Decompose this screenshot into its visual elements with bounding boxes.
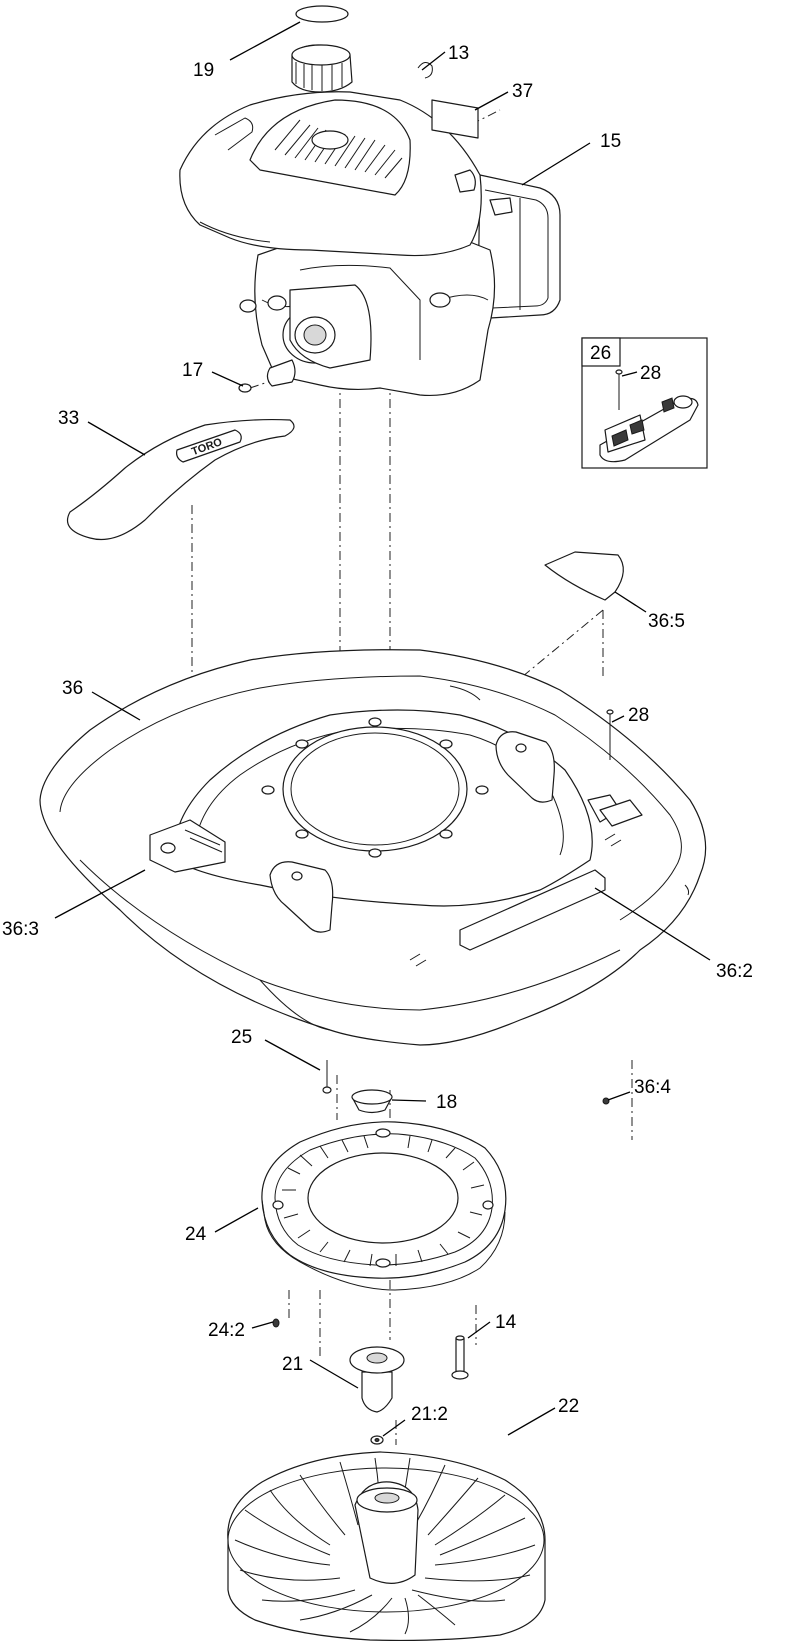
callouts: 19 13 37 15 17 26 28 33 36:5 36 28 36:3 …: [2, 43, 753, 1425]
callout-22: 22: [558, 1396, 579, 1417]
callout-28: 28: [628, 705, 649, 726]
washer-21-2: [370, 1435, 384, 1445]
hub-21: [349, 1346, 405, 1413]
callout-21: 21: [282, 1354, 303, 1375]
housing-36: [39, 649, 707, 1046]
fan-plate-24: [261, 1121, 507, 1291]
callout-24: 24: [185, 1224, 207, 1245]
callout-17: 17: [182, 360, 203, 381]
leader-lines: [54, 21, 711, 1437]
callout-19: 19: [193, 60, 214, 81]
decal-36-5: [544, 551, 624, 601]
callout-26: 26: [590, 343, 611, 364]
impeller-22: [227, 1451, 546, 1642]
callout-37: 37: [512, 81, 533, 102]
cup-18: [351, 1089, 393, 1114]
decal-37: [431, 99, 479, 139]
bolt-25: [322, 1060, 332, 1094]
bolt-14: [451, 1335, 469, 1380]
callout-33: 33: [58, 408, 79, 429]
callout-36-3: 36:3: [2, 919, 39, 940]
callout-14: 14: [495, 1312, 517, 1333]
pin-24-2: [272, 1318, 280, 1328]
callout-18: 18: [436, 1092, 457, 1113]
engine-assembly: [179, 44, 561, 397]
callout-36: 36: [62, 678, 83, 699]
callout-15: 15: [600, 131, 621, 152]
callout-28-inset: 28: [640, 363, 661, 384]
callout-24-2: 24:2: [208, 1320, 245, 1341]
callout-36-4: 36:4: [634, 1077, 671, 1098]
callout-21-2: 21:2: [411, 1404, 448, 1425]
callout-13: 13: [448, 43, 469, 64]
decal-33: TORO: [66, 418, 295, 541]
callout-36-5: 36:5: [648, 611, 685, 632]
callout-25: 25: [231, 1027, 252, 1048]
clip-13: [417, 62, 433, 79]
gasket-19: [295, 5, 349, 23]
callout-36-2: 36:2: [716, 961, 753, 982]
nut-36-4: [602, 1097, 610, 1105]
inset-26: [581, 337, 708, 469]
